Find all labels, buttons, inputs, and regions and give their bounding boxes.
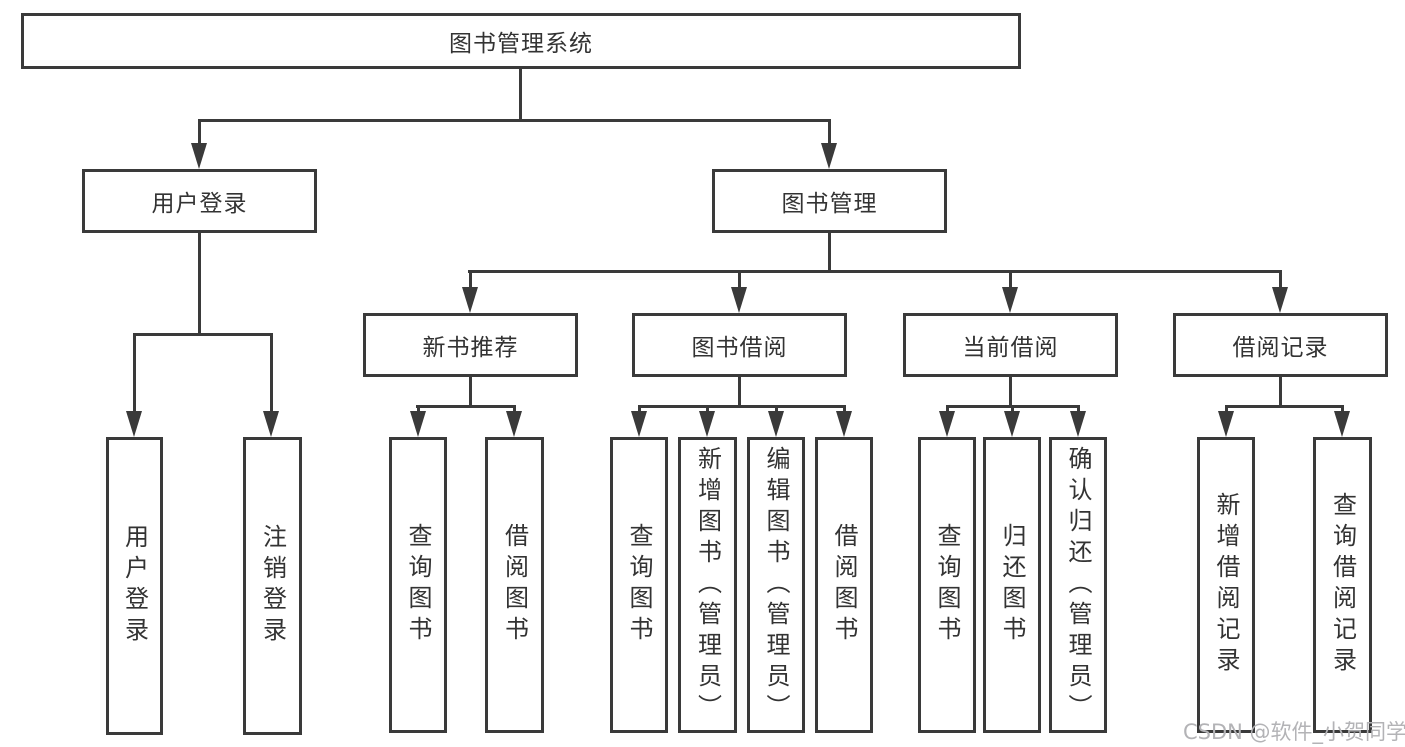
connector-line xyxy=(738,270,741,289)
node-nb-query-books: 查询图书 xyxy=(389,437,447,733)
arrow-down-icon xyxy=(1002,287,1018,313)
node-logout: 注销登录 xyxy=(243,437,302,735)
arrow-down-icon xyxy=(631,411,647,437)
node-borrowing-records: 借阅记录 xyxy=(1173,313,1388,377)
connector-line xyxy=(417,405,420,414)
node-book-management-label: 图书管理 xyxy=(781,191,878,217)
node-book-borrowing: 图书借阅 xyxy=(632,313,847,377)
node-borrowing-records-label: 借阅记录 xyxy=(1232,335,1329,361)
connector-line xyxy=(828,119,831,146)
node-current-borrowing-label: 当前借阅 xyxy=(962,335,1059,361)
connector-line xyxy=(198,119,201,146)
watermark: CSDN @软件_小贺同学 xyxy=(1183,720,1405,744)
connector-line xyxy=(638,405,641,414)
connector-line xyxy=(1009,270,1012,289)
node-nb-borrow-books-label: 借阅图书 xyxy=(500,523,529,647)
node-br-add-record: 新增借阅记录 xyxy=(1197,437,1255,733)
connector-line xyxy=(270,333,273,413)
node-cb-confirm-return-label: 确认归还（管理员） xyxy=(1064,445,1092,725)
connector-line xyxy=(738,377,741,408)
arrow-down-icon xyxy=(462,287,478,313)
arrow-down-icon xyxy=(1004,411,1020,437)
node-user-login-label: 用户登录 xyxy=(151,191,248,217)
node-br-query-record-label: 查询借阅记录 xyxy=(1328,492,1357,678)
node-login-label: 用户登录 xyxy=(120,524,149,648)
connector-line xyxy=(1279,270,1282,289)
arrow-down-icon xyxy=(1334,411,1350,437)
connector-line xyxy=(198,119,830,122)
node-cb-confirm-return: 确认归还（管理员） xyxy=(1049,437,1107,733)
connector-line xyxy=(416,405,516,408)
arrow-down-icon xyxy=(191,143,207,169)
node-logout-label: 注销登录 xyxy=(258,524,287,648)
node-br-query-record: 查询借阅记录 xyxy=(1313,437,1372,733)
node-login: 用户登录 xyxy=(106,437,163,735)
connector-line xyxy=(133,333,136,413)
connector-line xyxy=(1009,377,1012,408)
arrow-down-icon xyxy=(768,411,784,437)
connector-line xyxy=(828,233,831,273)
node-bb-borrow-books: 借阅图书 xyxy=(815,437,873,733)
node-library-system: 图书管理系统 xyxy=(21,13,1021,69)
connector-line xyxy=(843,405,846,414)
connector-line xyxy=(468,270,1282,273)
node-bb-edit-books-label: 编辑图书（管理员） xyxy=(762,445,790,725)
arrow-down-icon xyxy=(1218,411,1234,437)
connector-line xyxy=(469,270,472,289)
node-new-book-recommend: 新书推荐 xyxy=(363,313,578,377)
arrow-down-icon xyxy=(1272,287,1288,313)
connector-line xyxy=(946,405,949,414)
node-book-borrowing-label: 图书借阅 xyxy=(691,335,788,361)
node-nb-borrow-books: 借阅图书 xyxy=(485,437,544,733)
connector-line xyxy=(775,405,778,414)
arrow-down-icon xyxy=(836,411,852,437)
connector-line xyxy=(706,405,709,414)
node-bb-add-books-label: 新增图书（管理员） xyxy=(693,445,722,725)
node-bb-query-books: 查询图书 xyxy=(610,437,668,733)
node-nb-query-books-label: 查询图书 xyxy=(404,523,432,647)
connector-line xyxy=(1341,405,1344,414)
arrow-down-icon xyxy=(1070,411,1086,437)
node-bb-query-books-label: 查询图书 xyxy=(625,523,653,647)
connector-line xyxy=(1011,405,1014,414)
arrow-down-icon xyxy=(506,411,522,437)
connector-line xyxy=(133,333,273,336)
node-bb-borrow-books-label: 借阅图书 xyxy=(830,523,858,647)
connector-line xyxy=(638,405,846,408)
connector-line xyxy=(469,377,472,408)
connector-line xyxy=(513,405,516,414)
connector-line xyxy=(519,69,522,121)
node-current-borrowing: 当前借阅 xyxy=(903,313,1118,377)
connector-line xyxy=(1279,377,1282,408)
node-user-login: 用户登录 xyxy=(82,169,317,233)
arrow-down-icon xyxy=(263,411,279,437)
node-cb-return-books: 归还图书 xyxy=(983,437,1041,733)
node-cb-return-books-label: 归还图书 xyxy=(998,523,1026,647)
node-new-book-recommend-label: 新书推荐 xyxy=(422,335,519,361)
connector-line xyxy=(1077,405,1080,414)
connector-line xyxy=(1225,405,1228,414)
connector-line xyxy=(198,233,201,336)
arrow-down-icon xyxy=(410,411,426,437)
arrow-down-icon xyxy=(821,143,837,169)
node-cb-query-books: 查询图书 xyxy=(918,437,976,733)
connector-line xyxy=(1225,405,1343,408)
node-bb-add-books: 新增图书（管理员） xyxy=(678,437,737,733)
arrow-down-icon xyxy=(731,287,747,313)
node-book-management: 图书管理 xyxy=(712,169,947,233)
node-br-add-record-label: 新增借阅记录 xyxy=(1212,492,1240,678)
arrow-down-icon xyxy=(939,411,955,437)
arrow-down-icon xyxy=(126,411,142,437)
node-bb-edit-books: 编辑图书（管理员） xyxy=(747,437,805,733)
arrow-down-icon xyxy=(699,411,715,437)
node-library-system-label: 图书管理系统 xyxy=(449,31,593,57)
node-cb-query-books-label: 查询图书 xyxy=(933,523,961,647)
